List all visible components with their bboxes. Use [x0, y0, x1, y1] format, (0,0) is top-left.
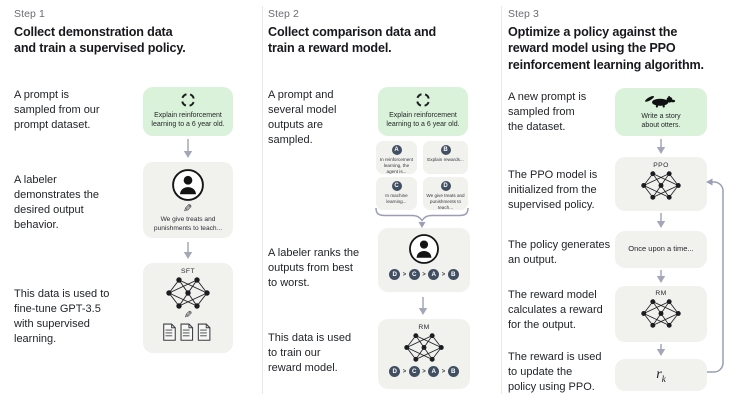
rank-chip: D	[389, 366, 401, 377]
step2-label: Step 2	[268, 8, 299, 20]
rank-separator: >	[441, 271, 446, 278]
step3-output-text: Once upon a time...	[628, 244, 694, 254]
step2-ranking-box: D > C > A > B	[378, 228, 470, 292]
pencil-icon: ✎	[183, 202, 193, 215]
neural-network-icon	[641, 299, 681, 328]
neural-network-icon	[166, 277, 210, 309]
step1-text-labeler: A labeler demonstrates the desired outpu…	[14, 174, 99, 232]
step1-prompt-text: Explain reinforcement learning to a 6 ye…	[151, 112, 225, 129]
output-chip-a: A In reinforcement learning, the agent i…	[376, 141, 417, 174]
flow-arrow-down-icon	[418, 297, 428, 315]
rank-chip: B	[447, 269, 459, 280]
flow-arrow-down-icon	[656, 139, 666, 154]
rank-chip: D	[389, 269, 401, 280]
cycle-icon	[181, 93, 195, 107]
column-divider	[501, 6, 502, 394]
pencil-icon: ✎	[183, 310, 193, 321]
output-chip-d: D We give treats and punishments to teac…	[423, 177, 468, 210]
step2-prompt-text: Explain reinforcement learning to a 6 ye…	[386, 112, 460, 129]
flow-arrow-down-icon	[656, 213, 666, 228]
neural-network-icon	[404, 333, 444, 362]
step3-reward-box: rk	[615, 359, 707, 391]
step2-text-train: This data is used to train our reward mo…	[268, 332, 352, 375]
step1-headline: Collect demonstration data and train a s…	[14, 25, 186, 56]
step3-text-update: The reward is used to update the policy …	[508, 351, 602, 394]
step2-rm-box: RM D > C > A > B	[378, 319, 470, 389]
rank-separator: >	[422, 368, 426, 375]
rank-chip: A	[428, 269, 440, 280]
output-letter-badge: B	[440, 145, 451, 155]
output-chip-text: In machine learning...	[385, 193, 408, 204]
flow-arrow-down-icon	[656, 270, 666, 283]
output-chip-c: C In machine learning...	[376, 177, 417, 210]
step3-rm-box: RM	[615, 286, 707, 342]
step3-text-generates: The policy generates an output.	[508, 239, 611, 267]
step3-output-box: Once upon a time...	[615, 231, 707, 268]
otter-icon	[645, 95, 676, 108]
rm-model-label: RM	[418, 324, 430, 331]
step1-prompt-box: Explain reinforcement learning to a 6 ye…	[143, 87, 233, 136]
column-divider	[262, 6, 263, 394]
rank-separator: >	[441, 368, 446, 375]
output-letter-badge: A	[391, 145, 402, 155]
labeler-person-icon	[172, 169, 204, 201]
reward-value: rk	[656, 367, 665, 384]
step3-headline: Optimize a policy against the reward mod…	[508, 25, 704, 72]
step3-text-calculates: The reward model calculates a reward for…	[508, 289, 603, 332]
step3-text-init: The PPO model is initialized from the su…	[508, 169, 598, 212]
step1-labeler-box: ✎ We give treats and punishments to teac…	[143, 162, 233, 238]
reward-var: r	[656, 366, 662, 382]
step2-text-sampled: A prompt and several model outputs are s…	[268, 89, 337, 147]
labeler-person-icon	[409, 234, 439, 264]
step2-headline: Collect comparison data and train a rewa…	[268, 25, 437, 56]
step2-prompt-box: Explain reinforcement learning to a 6 ye…	[378, 87, 468, 136]
rank-separator: >	[402, 271, 407, 278]
output-chip-text: We give treats and punishments to teach.…	[426, 193, 465, 210]
step1-text-prompt: A prompt is sampled from our prompt data…	[14, 89, 100, 132]
flow-arrow-down-icon	[183, 242, 193, 259]
merge-brace-arrow-icon	[375, 207, 469, 228]
rank-chip: C	[408, 269, 420, 280]
cycle-icon	[416, 93, 430, 107]
step3-ppo-box: PPO	[615, 157, 707, 211]
step3-text-new-prompt: A new prompt is sampled from the dataset…	[508, 91, 587, 134]
output-chip-b: B Explain rewards...	[423, 141, 468, 174]
rank-separator: >	[402, 368, 407, 375]
step1-labeler-text: We give treats and punishments to teach.…	[153, 216, 223, 232]
step3-prompt-text: Write a story about otters.	[641, 113, 681, 130]
step3-prompt-box: Write a story about otters.	[615, 88, 707, 136]
rank-separator: >	[422, 271, 426, 278]
ranking-row: D > C > A > B	[389, 366, 459, 377]
flow-arrow-down-icon	[183, 139, 193, 158]
ranking-row: D > C > A > B	[389, 269, 459, 280]
sft-model-label: SFT	[180, 268, 196, 275]
ppo-model-label: PPO	[653, 162, 669, 169]
step1-sft-box: SFT ✎	[143, 263, 233, 353]
documents-icon	[163, 323, 211, 341]
rank-chip: B	[447, 366, 459, 377]
output-chip-text: In reinforcement learning, the agent is.…	[379, 157, 414, 174]
output-letter-badge: C	[391, 181, 402, 191]
step1-label: Step 1	[14, 8, 45, 20]
reward-subscript: k	[661, 373, 666, 384]
step3-label: Step 3	[508, 8, 539, 20]
rank-chip: A	[428, 366, 440, 377]
neural-network-icon	[641, 171, 681, 200]
step2-text-ranks: A labeler ranks the outputs from best to…	[268, 247, 360, 290]
step1-text-finetune: This data is used to fine-tune GPT-3.5 w…	[14, 288, 110, 346]
flow-arrow-down-icon	[656, 344, 666, 356]
feedback-loop-arrow-icon	[706, 178, 724, 373]
rm-model-label: RM	[655, 290, 667, 297]
output-letter-badge: D	[440, 181, 451, 191]
output-chip-text: Explain rewards...	[427, 157, 464, 162]
rank-chip: C	[408, 366, 420, 377]
